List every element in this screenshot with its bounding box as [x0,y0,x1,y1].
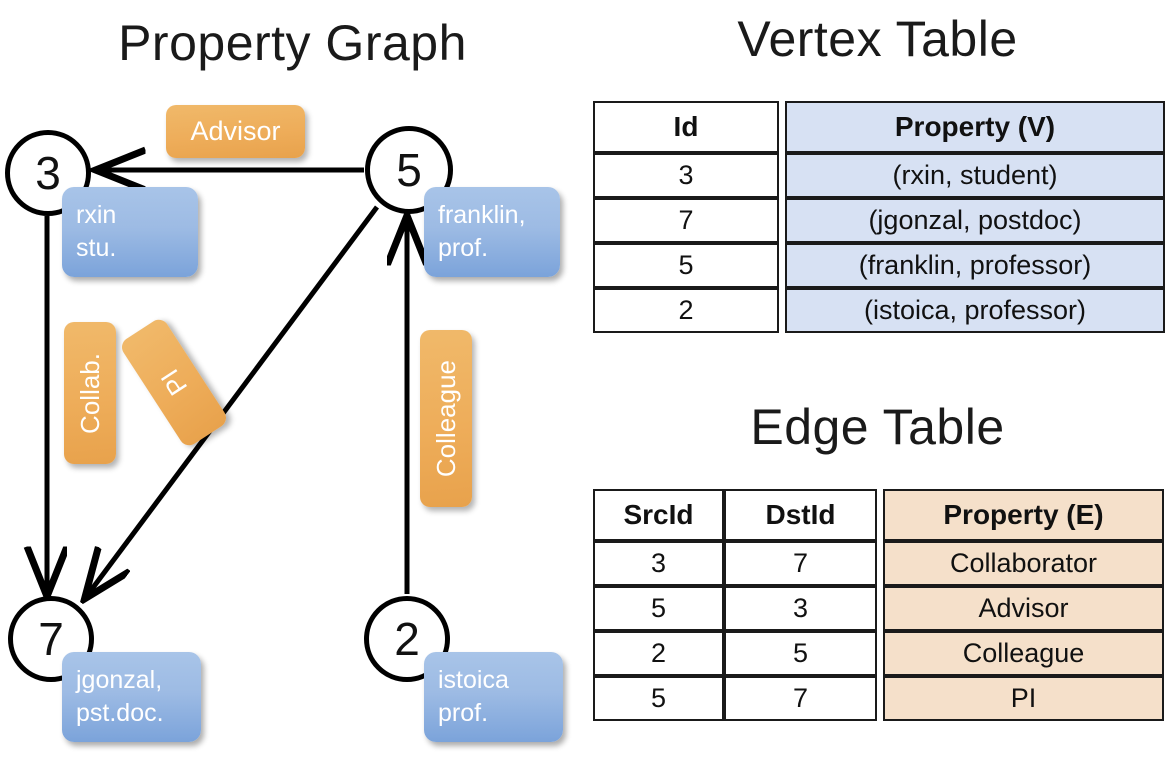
node-property-line-2: pst.doc. [76,698,164,727]
page-title-property-graph: Property Graph [118,15,467,71]
node-property-line-1: jgonzal, [76,666,163,694]
vertex-header-property: Property (V) [785,101,1165,153]
graph-node-3-label: 3 [35,147,61,199]
vertex-cell-id: 5 [593,243,779,288]
edge-cell-dstid: 7 [724,541,877,586]
vertex-cell-id: 2 [593,288,779,333]
node-property-line-1: istoica [438,666,509,694]
table-row: 5 3 Advisor [593,586,1164,631]
vertex-header-id: Id [593,101,779,153]
node-property-box-3: rxin stu. [62,187,198,277]
vertex-cell-property: (jgonzal, postdoc) [785,198,1165,243]
node-property-box-7: jgonzal, pst.doc. [62,652,201,742]
vertex-cell-id: 7 [593,198,779,243]
edge-cell-srcid: 2 [593,631,724,676]
node-property-line-2: prof. [438,233,489,262]
graph-node-2[interactable]: 2 [364,596,450,682]
edge-cell-srcid: 5 [593,586,724,631]
edge-label-advisor-text: Advisor [190,116,281,146]
edge-label-colleague: Colleague [420,330,472,507]
edge-cell-dstid: 7 [724,676,877,721]
vertex-cell-id: 3 [593,153,779,198]
table-row: 2 (istoica, professor) [593,288,1165,333]
node-property-line-1: rxin [76,201,117,229]
edge-cell-property: Colleague [883,631,1164,676]
edge-cell-srcid: 5 [593,676,724,721]
graph-edges-svg [0,0,585,760]
node-property-line-2: stu. [76,233,117,262]
table-row: 3 (rxin, student) [593,153,1165,198]
page-title-vertex-table: Vertex Table [737,11,1018,67]
vertex-cell-property: (rxin, student) [785,153,1165,198]
edge-cell-dstid: 3 [724,586,877,631]
table-row: 5 7 PI [593,676,1164,721]
vertex-table: Id Property (V) 3 (rxin, student) 7 (jgo… [593,101,1165,333]
table-row: 2 5 Colleague [593,631,1164,676]
graph-node-5-label: 5 [396,144,422,196]
edge-cell-property: PI [883,676,1164,721]
graph-node-2-label: 2 [394,613,420,665]
edge-label-pi-text: PI [154,364,193,402]
vertex-table-header-row: Id Property (V) [593,101,1165,153]
vertex-cell-property: (istoica, professor) [785,288,1165,333]
edge-header-dstid: DstId [724,489,877,541]
edge-label-advisor: Advisor [166,105,305,158]
node-property-line-1: franklin, [438,201,526,229]
node-property-line-2: prof. [438,698,489,727]
edge-label-colleague-text: Colleague [430,359,461,478]
graph-node-7-label: 7 [38,613,64,665]
node-property-box-2: istoica prof. [424,652,563,742]
edge-cell-property: Advisor [883,586,1164,631]
node-property-box-5: franklin, prof. [424,187,560,277]
edge-table: SrcId DstId Property (E) 3 7 Collaborato… [593,489,1164,721]
table-row: 5 (franklin, professor) [593,243,1165,288]
edge-cell-srcid: 3 [593,541,724,586]
table-row: 3 7 Collaborator [593,541,1164,586]
vertex-cell-property: (franklin, professor) [785,243,1165,288]
table-row: 7 (jgonzal, postdoc) [593,198,1165,243]
edge-cell-property: Collaborator [883,541,1164,586]
edge-header-property: Property (E) [883,489,1164,541]
page-title-edge-table: Edge Table [750,399,1005,455]
edge-line-5-to-7 [86,205,380,597]
property-graph-canvas: 3 5 7 2 rxin stu. franklin, prof. jgonza… [0,0,585,760]
edge-cell-dstid: 5 [724,631,877,676]
edge-label-collab: Collab. [64,322,116,464]
edge-table-header-row: SrcId DstId Property (E) [593,489,1164,541]
edge-label-collab-text: Collab. [74,352,105,434]
edge-header-srcid: SrcId [593,489,724,541]
